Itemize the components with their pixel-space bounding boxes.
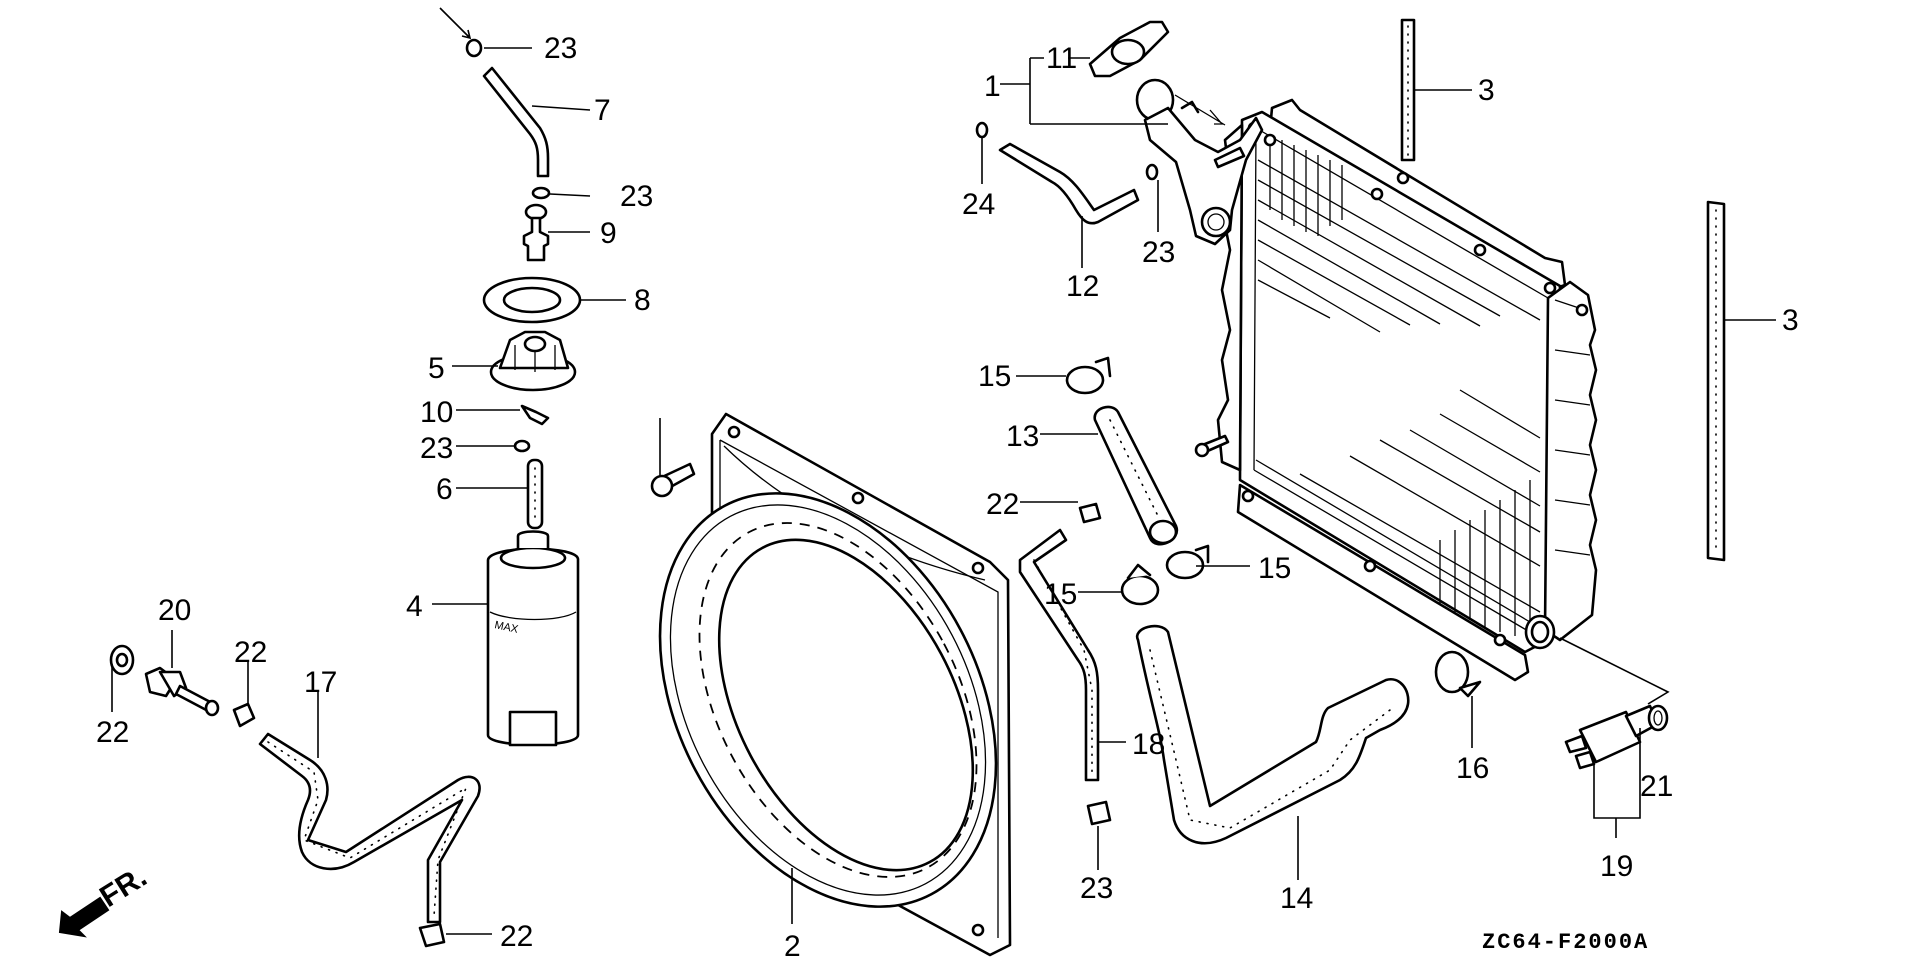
callout-16: 17 (304, 666, 337, 699)
gasket (482, 276, 582, 324)
callout-23: 23 (544, 32, 577, 65)
reserve-tank: MAX (486, 530, 580, 747)
rubber-seal-strip-top (1400, 18, 1416, 162)
radiator-filler-neck (1135, 78, 1264, 246)
callout-4: 4 (406, 590, 423, 623)
callout-7: 7 (594, 94, 611, 127)
hose-clamp-icons (1065, 356, 1482, 698)
reserve-tank-cap (489, 330, 577, 392)
siphon-tube (998, 142, 1140, 225)
callout-8: 8 (634, 284, 651, 317)
callout-22: 22 (234, 636, 267, 669)
callout-19: 20 (158, 594, 191, 627)
callout-10: 10 (420, 396, 453, 429)
washer (109, 644, 135, 676)
callout-6: 6 (436, 473, 453, 506)
callout-17: 18 (1132, 728, 1165, 761)
thermo-switch (1564, 704, 1660, 770)
callout-22: 22 (986, 488, 1019, 521)
upper-hose (1093, 405, 1179, 546)
reservoir-max-marking: MAX (493, 619, 519, 636)
joint (522, 203, 550, 262)
diagram-code: ZC64-F2000A (1482, 930, 1649, 955)
radiator-core (1194, 98, 1598, 682)
callout-22: 22 (500, 920, 533, 953)
callout-23: 23 (620, 180, 653, 213)
clip (520, 404, 550, 426)
callout-5: 5 (428, 352, 445, 385)
callout-3: 3 (1478, 74, 1495, 107)
callout-12: 12 (1066, 270, 1099, 303)
callout-21: 22 (96, 716, 129, 749)
callout-22: 23 (1080, 872, 1113, 905)
tube (526, 458, 544, 530)
leader-lines (111, 47, 1776, 935)
callout-11: 11 (1046, 42, 1077, 75)
tube-clip-small-icons (465, 38, 1159, 453)
callout-14: 14 (1280, 882, 1313, 915)
lower-hose (1135, 624, 1410, 845)
callout-3: 3 (1782, 304, 1799, 337)
callout-labels: 23 7 23 9 8 5 10 23 6 4 20 22 22 17 22 2… (96, 32, 1799, 958)
callout-18: 19 (1600, 850, 1633, 883)
front-arrow-icon (58, 896, 110, 938)
tube-clip-icons (232, 502, 1112, 948)
drain-hose (258, 732, 481, 924)
callout-23: 23 (420, 432, 453, 465)
o-ring (1647, 704, 1669, 732)
callout-20: 21 (1640, 770, 1673, 803)
flange-bolt (650, 462, 696, 498)
flow-arrow-icon (439, 7, 472, 40)
callout-15: 15 (1044, 578, 1077, 611)
callout-9: 9 (600, 217, 617, 250)
callout-23: 23 (1142, 236, 1175, 269)
callout-15: 16 (1456, 752, 1489, 785)
front-direction-indicator: FR. (58, 860, 153, 938)
overflow-tube (482, 66, 550, 178)
callout-1: 1 (984, 70, 1001, 103)
callout-15: 15 (978, 360, 1011, 393)
radiator-cap (1088, 20, 1170, 78)
callout-23: 24 (962, 188, 995, 221)
bypass-hose-texture (1033, 559, 1093, 773)
callout-2: 2 (784, 930, 801, 958)
drain-joint (144, 666, 220, 717)
bypass-hose (1018, 528, 1100, 782)
callout-15: 15 (1258, 552, 1291, 585)
rubber-seal-strip-right (1706, 200, 1726, 562)
fan-shroud (658, 412, 1012, 957)
callout-13: 13 (1006, 420, 1039, 453)
